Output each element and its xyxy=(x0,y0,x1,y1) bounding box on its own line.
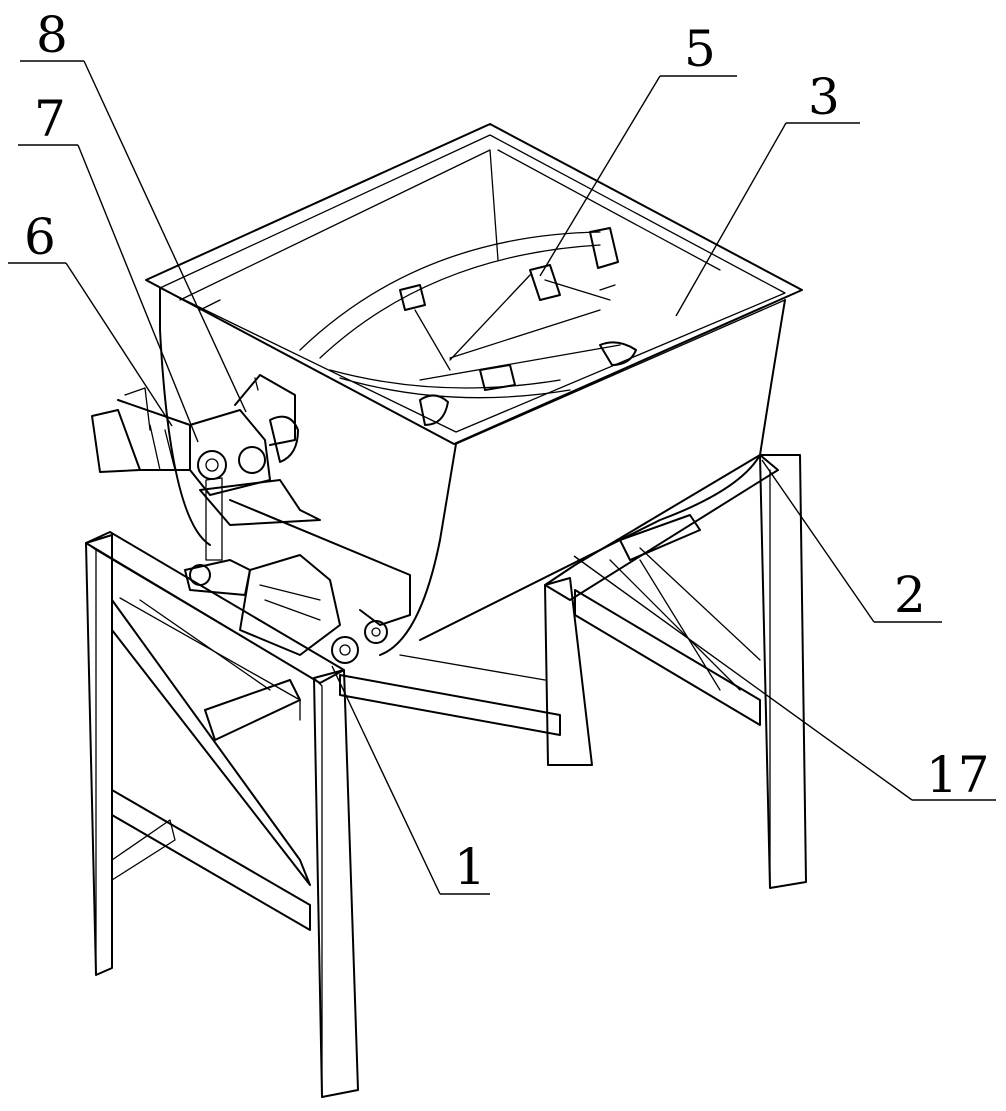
drive-assembly xyxy=(91,374,411,626)
label-17: 17 xyxy=(926,746,990,804)
hopper-trough xyxy=(145,123,803,656)
leader-lines xyxy=(8,60,996,895)
linkage-unit xyxy=(184,514,721,741)
label-8: 8 xyxy=(36,6,68,64)
label-5: 5 xyxy=(684,20,716,78)
label-3: 3 xyxy=(808,68,840,126)
label-1: 1 xyxy=(454,838,486,896)
label-6: 6 xyxy=(24,208,56,266)
label-2: 2 xyxy=(894,566,926,624)
label-7: 7 xyxy=(34,90,66,148)
part-labels: 8 7 6 5 3 2 17 1 xyxy=(24,6,990,896)
support-frame xyxy=(85,454,807,1098)
